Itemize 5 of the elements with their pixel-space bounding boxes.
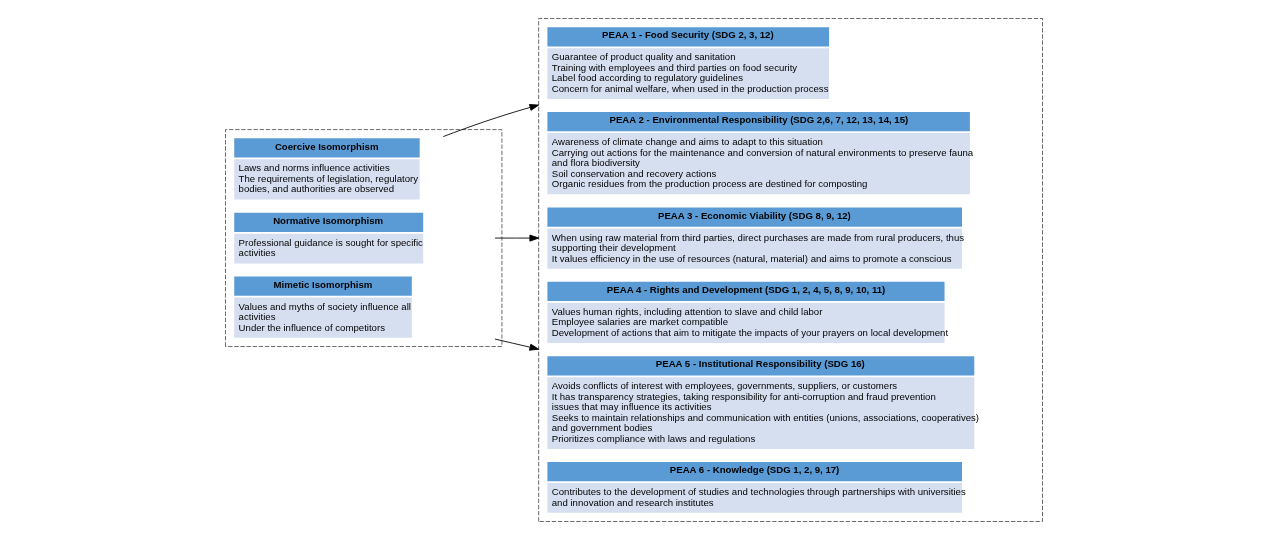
arrow bbox=[494, 338, 539, 351]
arrow bbox=[494, 234, 539, 242]
arrow bbox=[442, 104, 539, 137]
cluster bbox=[224, 129, 502, 347]
cluster bbox=[537, 18, 1043, 522]
